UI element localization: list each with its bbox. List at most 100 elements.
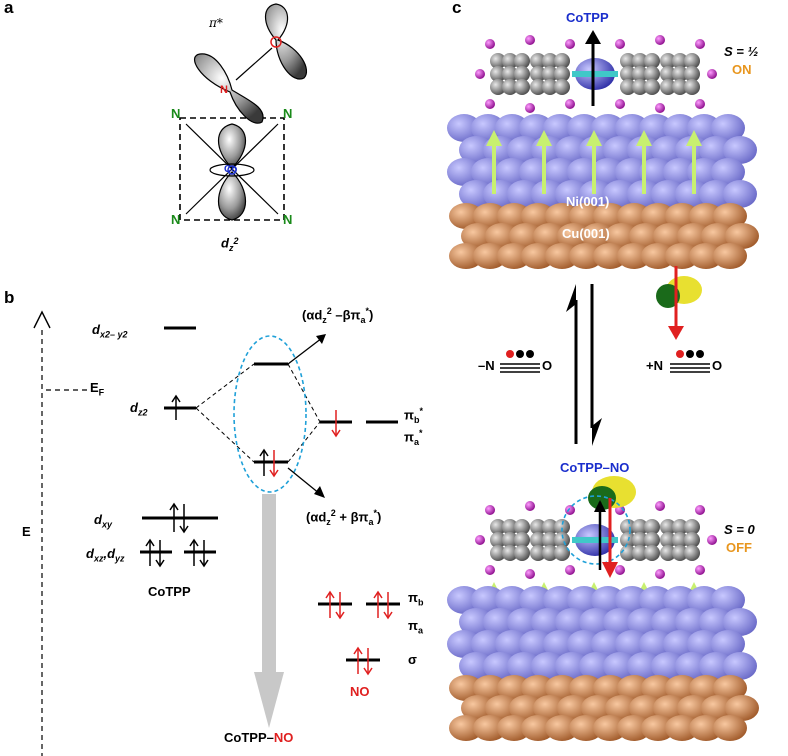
ni-atom: [627, 608, 661, 636]
hydrogen-atom: [485, 505, 495, 515]
ni-atom: [459, 180, 493, 208]
carbon-atom: [554, 66, 570, 82]
cu-atom: [509, 223, 543, 249]
cu-atom: [497, 203, 531, 229]
co-n-bond: [185, 123, 279, 215]
carbon-atom: [672, 519, 688, 535]
carbon-atom: [684, 79, 700, 95]
ni-atom: [699, 180, 733, 208]
ni-atom: [483, 180, 517, 208]
pi-star-lower-lobe: [194, 53, 264, 124]
ni-atom: [579, 652, 613, 680]
hydrogen-atom: [655, 501, 665, 511]
ni-atom: [591, 586, 625, 614]
cu-atom: [677, 223, 711, 249]
cu-atom: [593, 675, 627, 701]
ni-atom: [531, 608, 565, 636]
ni-atom: [615, 586, 649, 614]
cu-atom: [473, 243, 507, 269]
ni-atom: [723, 608, 757, 636]
ni-atom: [591, 158, 625, 186]
cu-atom: [593, 243, 627, 269]
ni-atom: [579, 608, 613, 636]
cu-atom: [689, 675, 723, 701]
carbon-atom: [554, 545, 570, 561]
dxy-electron-pair: [169, 502, 189, 534]
carbon-atom: [620, 66, 636, 82]
cu-atom: [569, 675, 603, 701]
carbon-atom: [542, 545, 558, 561]
cu-atom: [629, 223, 663, 249]
ni-atom: [555, 608, 589, 636]
ni-atom: [711, 630, 745, 658]
minus-no-diagram: [500, 350, 540, 373]
cu-atom: [461, 695, 495, 721]
cu-atom: [569, 203, 603, 229]
equilibrium-arrows[interactable]: [566, 284, 602, 446]
dxz-dyz-label: dxz,dyz: [86, 546, 125, 564]
cu-atom: [665, 715, 699, 741]
dz2-upper-lobe: [218, 123, 246, 169]
carbon-atom: [554, 53, 570, 69]
ni-spin-arrowhead: [536, 130, 552, 146]
ni-spin-arrowhead: [686, 130, 702, 146]
ni-atom: [495, 158, 529, 186]
pi-star-upper-lobe: [264, 3, 308, 80]
ni-atom: [531, 652, 565, 680]
carbon-atom: [554, 79, 570, 95]
carbon-atom: [644, 519, 660, 535]
spin-zero-label: S = 0: [724, 522, 755, 537]
cu-atom: [569, 715, 603, 741]
cu-atom: [713, 715, 747, 741]
carbon-atom: [644, 53, 660, 69]
ni-atom: [651, 608, 685, 636]
carbon-atom: [684, 66, 700, 82]
carbon-atom: [530, 53, 546, 69]
carbon-atom: [632, 519, 648, 535]
carbon-atom: [514, 66, 530, 82]
carbon-atom: [542, 66, 558, 82]
ni-atom: [555, 652, 589, 680]
cu-atom: [593, 203, 627, 229]
carbon-atom: [632, 79, 648, 95]
ni-atom: [603, 180, 637, 208]
cu-atom: [497, 675, 531, 701]
cu-atom: [449, 675, 483, 701]
cu-label: Cu(001): [562, 226, 610, 241]
carbon-atom: [620, 545, 636, 561]
hydrogen-atom: [525, 35, 535, 45]
minus-n-label: –N: [478, 358, 495, 373]
cu-atom: [617, 675, 651, 701]
cu-atom: [485, 223, 519, 249]
ni-atom: [447, 586, 481, 614]
hydrogen-atom: [695, 505, 705, 515]
ni-atom: [459, 136, 493, 164]
ni-atom: [495, 586, 529, 614]
n-atom-label: N: [220, 84, 228, 96]
no-levels: [318, 590, 400, 676]
ni-atom: [723, 136, 757, 164]
hydrogen-atom: [707, 535, 717, 545]
minus-o-label: O: [542, 358, 553, 373]
bonding-highlight-ellipse: [233, 335, 307, 493]
hydrogen-atom: [615, 39, 625, 49]
dxz-dyz-electrons: [145, 538, 209, 568]
ni-atom: [447, 158, 481, 186]
cu-atom: [617, 203, 651, 229]
panel-letter-b: b: [4, 288, 15, 307]
hydrogen-atom: [485, 99, 495, 109]
carbon-atom: [672, 79, 688, 95]
carbon-atom: [672, 66, 688, 82]
ni-spin-arrowhead: [636, 130, 652, 146]
cu-atom: [593, 715, 627, 741]
carbon-atom: [620, 519, 636, 535]
cu-atom: [545, 203, 579, 229]
ni-atom: [471, 586, 505, 614]
cotpp-no-label: CoTPP–NO: [224, 730, 294, 745]
co-atom-label: Co: [224, 164, 238, 175]
on-label: ON: [732, 62, 752, 77]
cu-atom: [521, 675, 555, 701]
carbon-atom: [620, 79, 636, 95]
cu-atom: [473, 203, 507, 229]
carbon-atom: [490, 79, 506, 95]
